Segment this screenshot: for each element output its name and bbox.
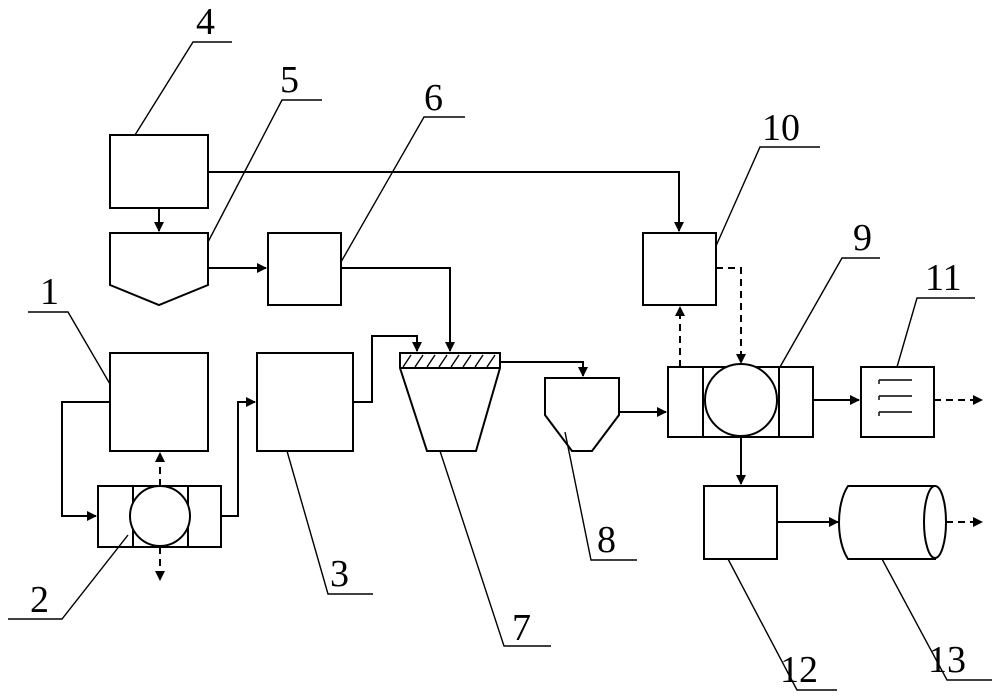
- reference-numerals: 4 5 6 1 2 3 7 8 9 10 11 12 13: [30, 1, 966, 691]
- label-13: 13: [928, 639, 966, 681]
- unit-13-cylinder: [838, 485, 947, 560]
- unit-1-box: [109, 352, 209, 452]
- label-8: 8: [597, 519, 616, 561]
- label-10: 10: [762, 107, 800, 149]
- label-3: 3: [330, 553, 349, 595]
- label-12: 12: [780, 649, 818, 691]
- screen-hatching: [402, 354, 496, 368]
- label-7: 7: [512, 607, 531, 649]
- unit-9-pump: [667, 363, 814, 438]
- label-4: 4: [196, 1, 215, 43]
- unit-3-box: [256, 352, 354, 452]
- unit-7-screen-tank: [399, 352, 501, 452]
- unit-12-box: [703, 485, 778, 560]
- label-5: 5: [280, 59, 299, 101]
- label-9: 9: [853, 217, 872, 259]
- unit-11-tank: [860, 366, 935, 438]
- flow-lines: [61, 171, 860, 527]
- unit-2-pump: [97, 485, 222, 548]
- unit-6-box: [267, 232, 342, 306]
- leader-lines: [8, 41, 992, 691]
- unit-5-hopper: [109, 232, 209, 307]
- unit-10-box: [642, 232, 717, 306]
- dashed-flow-lines: [155, 267, 983, 581]
- label-2: 2: [30, 579, 49, 621]
- label-6: 6: [424, 77, 443, 119]
- unit-8-hopper: [544, 377, 620, 452]
- label-1: 1: [40, 271, 59, 313]
- unit-4-box: [109, 134, 209, 209]
- label-11: 11: [925, 257, 962, 299]
